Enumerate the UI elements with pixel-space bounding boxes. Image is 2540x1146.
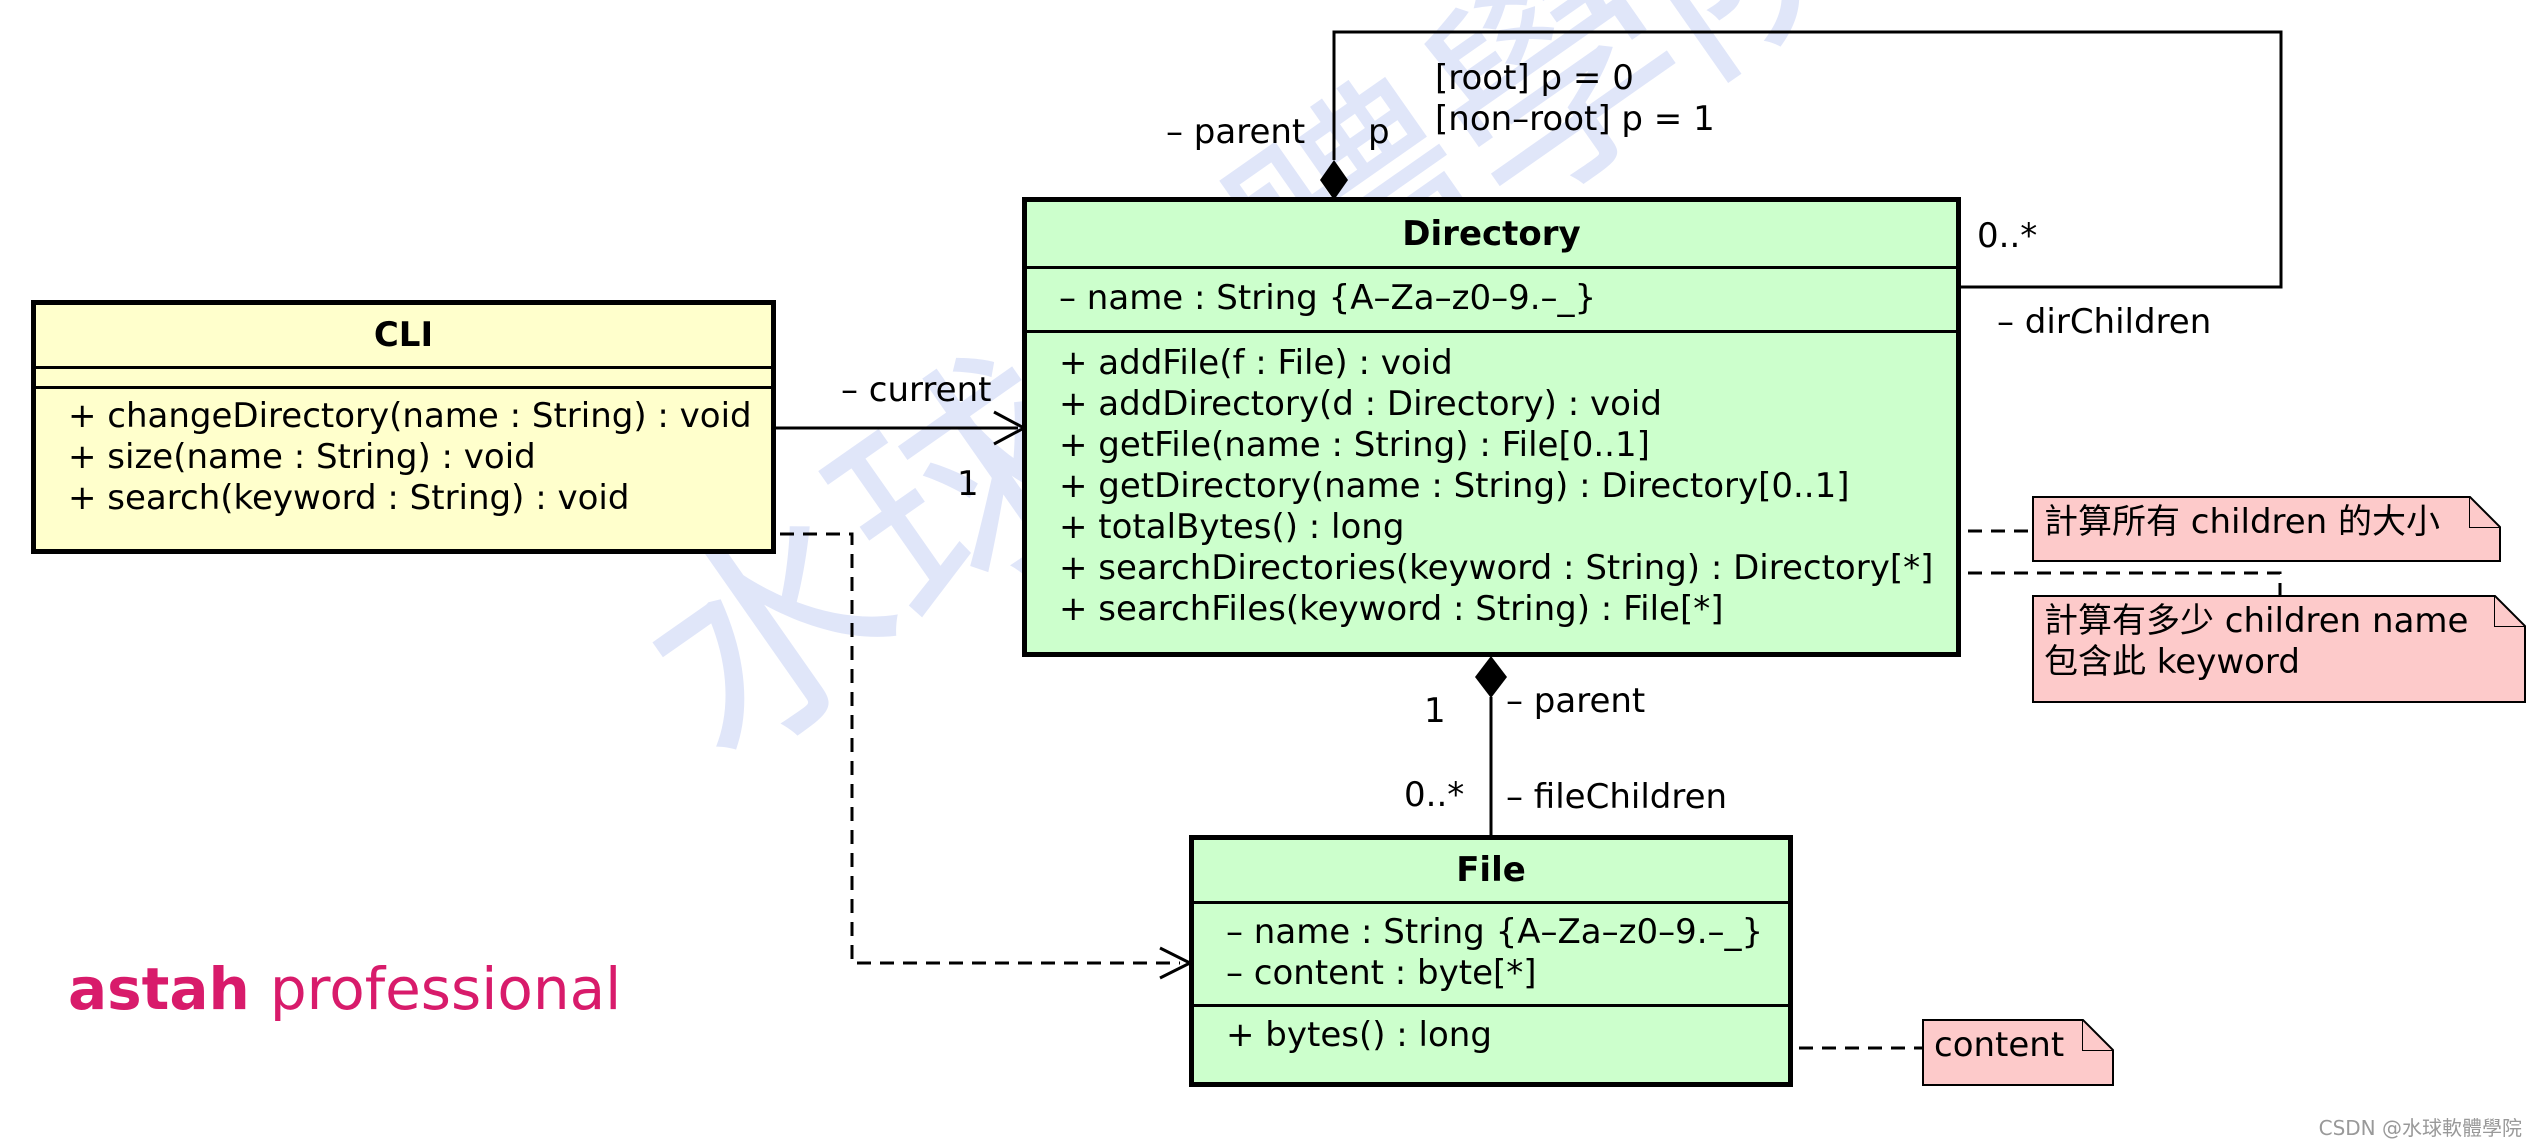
astah-logo: astah professional	[68, 955, 621, 1023]
note-total-bytes-text: 計算所有 children 的大小	[2044, 502, 2441, 542]
file-composition-diamond	[1475, 656, 1507, 698]
class-cli-name: CLI	[36, 305, 771, 369]
file-parent-multiplicity: 1	[1424, 691, 1446, 731]
note-search-dirs-line1: 計算有多少 children name	[2044, 601, 2469, 641]
class-cli[interactable]: CLI + changeDirectory(name : String) : v…	[31, 300, 776, 554]
class-file[interactable]: File – name : String {A–Za–z0–9.–_} – co…	[1189, 835, 1793, 1087]
note-total-bytes[interactable]: 計算所有 children 的大小	[2032, 496, 2501, 562]
cli-operation: + changeDirectory(name : String) : void	[68, 396, 752, 436]
note-content[interactable]: content	[1922, 1019, 2114, 1086]
dir-children-role: – dirChildren	[1997, 302, 2212, 342]
file-parent-role: – parent	[1506, 681, 1646, 721]
cli-operation: + search(keyword : String) : void	[68, 478, 630, 518]
file-children-multiplicity: 0..*	[1404, 775, 1465, 815]
note-link-search-dirs	[1945, 571, 2282, 595]
self-parent-role: – parent	[1166, 112, 1306, 152]
directory-operation: + getDirectory(name : String) : Director…	[1059, 466, 1850, 506]
csdn-credit: CSDN @水球軟體學院	[2318, 1116, 2522, 1140]
class-file-operations: + bytes() : long	[1194, 1007, 1788, 1056]
cli-operation: + size(name : String) : void	[68, 437, 536, 477]
file-operation: + bytes() : long	[1226, 1015, 1492, 1055]
class-directory-attributes: – name : String {A–Za–z0–9.–_}	[1027, 269, 1956, 333]
self-children-multiplicity: 0..*	[1977, 216, 2038, 256]
file-attribute: – content : byte[*]	[1226, 953, 1537, 993]
class-cli-operations: + changeDirectory(name : String) : void …	[36, 389, 771, 519]
current-multiplicity: 1	[957, 464, 979, 504]
self-association-line	[1332, 30, 2283, 289]
note-fold-icon	[2469, 496, 2501, 528]
self-association-diamond	[1320, 160, 1348, 200]
directory-operation: + getFile(name : String) : File[0..1]	[1059, 425, 1650, 465]
class-file-name: File	[1194, 840, 1788, 904]
class-cli-attributes	[36, 369, 771, 389]
class-directory[interactable]: Directory – name : String {A–Za–z0–9.–_}…	[1022, 197, 1961, 657]
directory-operation: + addFile(f : File) : void	[1059, 343, 1453, 383]
self-parent-multiplicity: p	[1368, 112, 1390, 152]
dependency-line	[780, 532, 1180, 965]
current-role: – current	[841, 370, 992, 410]
note-fold-icon	[2082, 1019, 2114, 1051]
note-search-dirs-line2: 包含此 keyword	[2044, 642, 2300, 682]
directory-operation: + addDirectory(d : Directory) : void	[1059, 384, 1662, 424]
note-search-dirs[interactable]: 計算有多少 children name 包含此 keyword	[2032, 595, 2526, 703]
directory-operation: + searchFiles(keyword : String) : File[*…	[1059, 589, 1724, 629]
note-content-text: content	[1934, 1025, 2065, 1065]
astah-logo-part2: professional	[269, 955, 622, 1023]
file-attribute: – name : String {A–Za–z0–9.–_}	[1226, 912, 1764, 952]
directory-operation: + totalBytes() : long	[1059, 507, 1405, 547]
class-directory-operations: + addFile(f : File) : void + addDirector…	[1027, 333, 1956, 630]
note-fold-icon	[2494, 595, 2526, 627]
class-file-attributes: – name : String {A–Za–z0–9.–_} – content…	[1194, 904, 1788, 1007]
class-directory-name: Directory	[1027, 202, 1956, 269]
astah-logo-part1: astah	[68, 955, 250, 1023]
constraint-root: [root] p = 0	[1435, 58, 1634, 98]
directory-operation: + searchDirectories(keyword : String) : …	[1059, 548, 1934, 588]
file-children-role: – fileChildren	[1506, 777, 1728, 817]
constraint-non-root: [non–root] p = 1	[1435, 99, 1715, 139]
directory-attribute: – name : String {A–Za–z0–9.–_}	[1059, 278, 1597, 318]
